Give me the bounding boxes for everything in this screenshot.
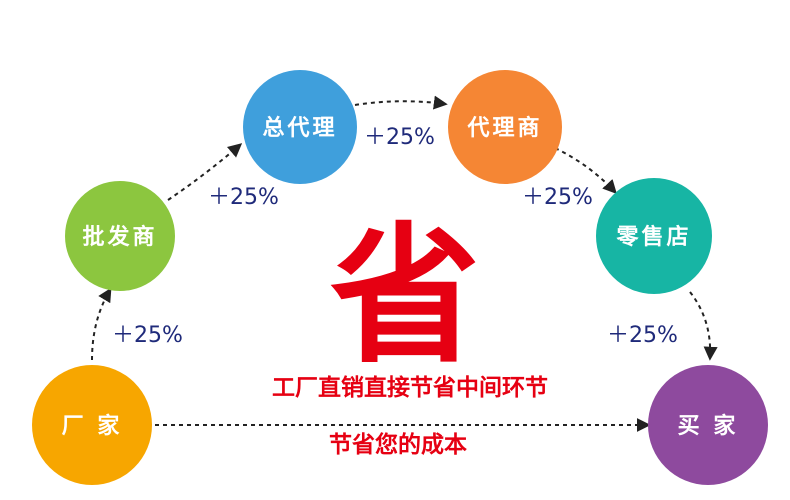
node-buyer: 买 家 [648, 365, 768, 485]
center-character: 省 [330, 208, 480, 384]
arrow-wholesaler-to-general-agent [167, 143, 243, 201]
node-retail-store-label: 零售店 [615, 224, 691, 250]
arrow-manufacturer-to-wholesaler [91, 287, 112, 361]
node-general-agent-circle [243, 70, 357, 184]
arrow-general-agent-to-agent [354, 95, 448, 110]
node-manufacturer: 厂 家 [32, 365, 152, 485]
node-manufacturer-circle [32, 365, 152, 485]
node-agent-circle [448, 70, 562, 184]
markup-label-3: ＋25% [364, 125, 435, 150]
slogan-line-2: 节省您的成本 [329, 431, 467, 458]
arrow-retail-store-to-buyer [689, 291, 718, 361]
node-manufacturer-label: 厂 家 [62, 413, 123, 439]
markup-label-5: ＋25% [607, 323, 678, 348]
slogan-line-1: 工厂直销直接节省中间环节 [272, 374, 548, 401]
node-agent: 代理商 [448, 70, 562, 184]
markup-label-1: ＋25% [112, 323, 183, 348]
node-retail-store: 零售店 [596, 178, 712, 294]
node-buyer-label: 买 家 [678, 413, 739, 439]
node-retail-store-circle [596, 178, 712, 294]
node-wholesaler-label: 批发商 [82, 224, 157, 250]
arrow-agent-to-retail-store [554, 147, 617, 195]
markup-label-2: ＋25% [208, 185, 279, 210]
markup-label-4: ＋25% [522, 185, 593, 210]
node-wholesaler: 批发商 [65, 181, 175, 291]
node-wholesaler-circle [65, 181, 175, 291]
node-buyer-circle [648, 365, 768, 485]
node-general-agent-label: 总代理 [262, 115, 337, 141]
node-agent-label: 代理商 [466, 115, 542, 141]
node-general-agent: 总代理 [243, 70, 357, 184]
